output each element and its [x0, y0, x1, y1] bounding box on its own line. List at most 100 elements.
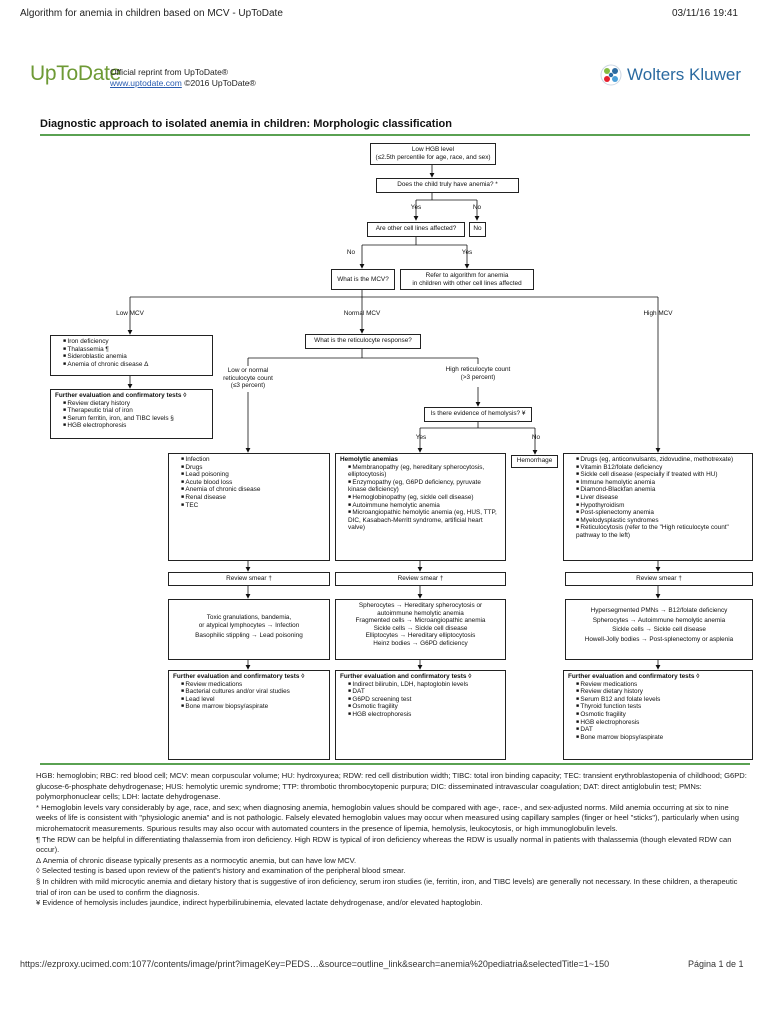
list-item: Review dietary history: [576, 688, 748, 696]
smear-line: Howell-Jolly bodies → Post-splenectomy o…: [584, 635, 734, 643]
list-item: Lead level: [181, 696, 325, 704]
low-retic-label: Low or normal reticulocyte count (≤3 per…: [216, 367, 280, 390]
list-item: Anemia of chronic disease: [181, 486, 325, 494]
uptodate-logo[interactable]: UpToDate: [30, 62, 121, 86]
low-mcv-label: Low MCV: [116, 310, 144, 317]
list-item: Drugs: [181, 464, 325, 472]
footnote-yen: ¥ Evidence of hemolysis includes jaundic…: [36, 898, 483, 908]
tests-mid-box: Further evaluation and confirmatory test…: [335, 670, 506, 760]
reprint-notice: Official reprint from UpToDate® www.upto…: [110, 67, 256, 89]
list-item: Hypothyroidism: [576, 502, 748, 510]
list-item: Bacterial cultures and/or viral studies: [181, 688, 325, 696]
list-item: Review dietary history: [63, 400, 208, 408]
low-hgb-line1: Low HGB level: [411, 146, 455, 153]
no-label-3: No: [531, 434, 541, 441]
truly-anemia-box: Does the child truly have anemia? *: [376, 178, 519, 193]
list-item: Myelodysplastic syndromes: [576, 517, 748, 525]
smear-findings-right: Hypersegmented PMNs → B12/folate deficie…: [565, 599, 753, 660]
tests-left-box: Further evaluation and confirmatory test…: [168, 670, 330, 760]
normal-mcv-label: Normal MCV: [343, 310, 381, 317]
high-retic-label: High reticulocyte count (>3 percent): [438, 366, 518, 382]
list-item: Immune hemolytic anemia: [576, 479, 748, 487]
list-item: Vitamin B12/folate deficiency: [576, 464, 748, 472]
no-label-2: No: [346, 249, 356, 256]
list-item: Liver disease: [576, 494, 748, 502]
list-item: Lead poisoning: [181, 471, 325, 479]
smear-line: Heinz bodies → G6PD deficiency: [373, 639, 468, 647]
high-mcv-label: High MCV: [643, 310, 673, 317]
no-label: No: [472, 204, 482, 211]
reprint-line: Official reprint from UpToDate®: [110, 67, 229, 77]
list-item: HGB electrophoresis: [576, 719, 748, 727]
tests-right-box: Further evaluation and confirmatory test…: [563, 670, 753, 760]
footnote-asterisk: * Hemoglobin levels vary considerably by…: [36, 802, 740, 833]
list-item: Renal disease: [181, 494, 325, 502]
list-item: Sickle cell disease (especially if treat…: [576, 471, 748, 479]
smear-findings-mid: Spherocytes → Hereditary spherocytosis o…: [335, 599, 506, 660]
print-datetime: 03/11/16 19:41: [672, 8, 738, 19]
copyright: ©2016 UpToDate®: [184, 78, 256, 88]
review-smear-mid: Review smear †: [335, 572, 506, 586]
hemolytic-anemias-box: Hemolytic anemias Membranopathy (eg, her…: [335, 453, 506, 561]
low-mcv-causes-box: Iron deficiency Thalassemia ¶ Sideroblas…: [50, 335, 213, 376]
browser-page-title: Algorithm for anemia in children based o…: [20, 8, 283, 19]
other-cell-lines-box: Are other cell lines affected?: [367, 222, 465, 237]
low-retic-line2: reticulocyte count: [223, 374, 273, 382]
hemolysis-question-box: Is there evidence of hemolysis? ¥: [424, 407, 532, 422]
list-item: Osmotic fragility: [348, 703, 501, 711]
review-smear-right: Review smear †: [565, 572, 753, 586]
smear-line: or atypical lymphocytes → Infection: [198, 621, 300, 629]
list-item: Serum B12 and folate levels: [576, 696, 748, 704]
list-item: Autoimmune hemolytic anemia: [348, 502, 501, 510]
list-item: Drugs (eg, anticonvulsants, zidovudine, …: [576, 456, 748, 464]
flowchart-connectors: [127, 165, 661, 670]
smear-line: Toxic granulations, bandemia,: [206, 614, 292, 621]
tests-title: Further evaluation and confirmatory test…: [55, 392, 187, 399]
smear-line: Sickle cells → Sickle cell disease: [373, 624, 468, 632]
review-smear-left: Review smear †: [168, 572, 330, 586]
list-item: Acute blood loss: [181, 479, 325, 487]
list-item: Iron deficiency: [63, 338, 208, 346]
site-link[interactable]: www.uptodate.com: [110, 78, 182, 88]
list-item: Sideroblastic anemia: [63, 353, 208, 361]
list-item: Review medications: [181, 681, 325, 689]
footnotes: HGB: hemoglobin; RBC: red blood cell; MC…: [36, 771, 748, 909]
list-item: DAT: [348, 688, 501, 696]
list-item: Indirect bilirubin, LDH, haptoglobin lev…: [348, 681, 501, 689]
list-item: Infection: [181, 456, 325, 464]
list-item: Therapeutic trial of iron: [63, 407, 208, 415]
yes-label-2: Yes: [461, 249, 473, 256]
footnote-lozenge: ◊ Selected testing is based upon review …: [36, 866, 406, 876]
list-item: Bone marrow biopsy/aspirate: [181, 703, 325, 711]
tests-title: Further evaluation and confirmatory test…: [568, 673, 700, 680]
normal-mcv-low-retic-causes-box: Infection Drugs Lead poisoning Acute blo…: [168, 453, 330, 561]
smear-line: Fragmented cells → Microangiopathic anem…: [355, 617, 486, 625]
list-item: Anemia of chronic disease Δ: [63, 361, 208, 369]
wolters-kluwer-icon: [600, 64, 622, 86]
footnote-section: § In children with mild microcytic anemi…: [36, 876, 738, 897]
high-retic-line1: High reticulocyte count: [445, 366, 511, 373]
tests-title: Further evaluation and confirmatory test…: [340, 673, 472, 680]
what-mcv-box: What is the MCV?: [331, 269, 395, 290]
refer-line2: in children with other cell lines affect…: [412, 279, 522, 287]
refer-line1: Refer to algorithm for anemia: [425, 272, 509, 279]
reticulocyte-response-box: What is the reticulocyte response?: [305, 334, 421, 349]
notes-rule: [40, 763, 750, 765]
low-hgb-box: Low HGB level (≤2.5th percentile for age…: [370, 143, 496, 165]
list-item: Hemoglobinopathy (eg, sickle cell diseas…: [348, 494, 501, 502]
yes-label: Yes: [410, 204, 422, 211]
list-item: G6PD screening test: [348, 696, 501, 704]
footnote-pilcrow: ¶ The RDW can be helpful in differentiat…: [36, 834, 732, 855]
hemorrhage-box: Hemorrhage: [511, 455, 558, 468]
wolters-kluwer-logo: Wolters Kluwer: [600, 64, 741, 86]
refer-box: Refer to algorithm for anemia in childre…: [400, 269, 534, 290]
list-item: Post-splenectomy anemia: [576, 509, 748, 517]
list-item: Membranopathy (eg, hereditary spherocyto…: [348, 464, 501, 479]
hemolytic-title: Hemolytic anemias: [340, 456, 398, 463]
low-mcv-tests-box: Further evaluation and confirmatory test…: [50, 389, 213, 439]
no-endpoint-box: No: [469, 222, 486, 237]
list-item: Microangiopathic hemolytic anemia (eg, H…: [348, 509, 501, 532]
list-item: Thalassemia ¶: [63, 346, 208, 354]
publisher-name: Wolters Kluwer: [627, 65, 741, 84]
high-mcv-causes-box: Drugs (eg, anticonvulsants, zidovudine, …: [563, 453, 753, 561]
